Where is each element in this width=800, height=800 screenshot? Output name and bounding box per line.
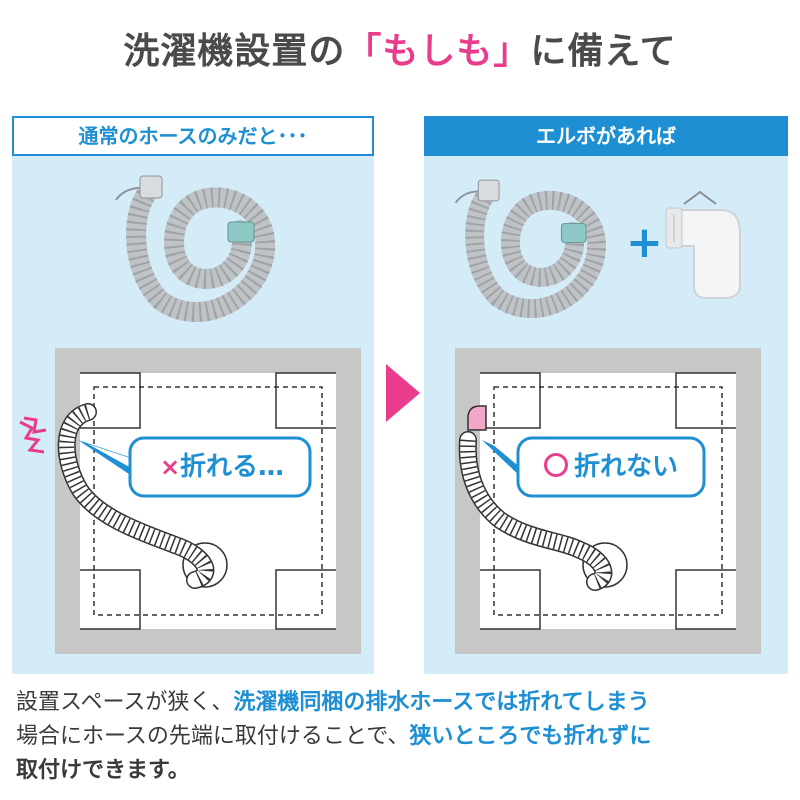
plus-sign: + <box>626 217 663 268</box>
kink-burst-icon <box>19 416 47 454</box>
triangle-right-arrow-icon <box>386 364 420 422</box>
description-line-2-highlight: 狭いところでも折れずに <box>409 724 652 749</box>
cross-mark-icon: × <box>159 453 181 481</box>
elbow-fitting-icon <box>665 190 741 299</box>
diagram-with-elbow <box>455 348 761 654</box>
description-line-2: 場合にホースの先端に取付けることで、狭いところでも折れずに <box>16 720 786 754</box>
page-title: 洗濯機設置の「もしも」に備えて <box>0 22 800 74</box>
description: 設置スペースが狭く、洗濯機同梱の排水ホースでは折れてしまう 場合にホースの先端に… <box>16 686 786 788</box>
circle-mark-icon <box>543 453 568 477</box>
description-line-3: 取付けできます。 <box>16 754 786 788</box>
title-prefix: 洗濯機設置の <box>123 31 346 72</box>
bubble-bad-text: 折れる… <box>180 452 285 482</box>
diagram-hose-only <box>19 348 361 654</box>
bubble-good: 折れない <box>522 442 700 492</box>
description-line-1-normal: 設置スペースが狭く、 <box>16 690 234 715</box>
bubble-good-text: 折れない <box>573 452 678 482</box>
description-line-1-highlight: 洗濯機同梱の排水ホースでは折れてしまう <box>233 690 650 715</box>
coiled-hose-image-2 <box>454 179 606 318</box>
panel-header-with-elbow: エルボがあれば <box>424 116 788 156</box>
panel-header-hose-only: 通常のホースのみだと･･･ <box>12 116 374 156</box>
description-line-2-normal: 場合にホースの先端に取付けることで、 <box>16 724 410 749</box>
description-line-3-highlight: 取付けできます。 <box>16 758 190 783</box>
description-line-1: 設置スペースが狭く、洗濯機同梱の排水ホースでは折れてしまう <box>16 686 786 720</box>
title-highlight: 「もしも」 <box>345 31 531 72</box>
coiled-hose-image <box>115 175 276 322</box>
title-suffix: に備えて <box>530 31 677 72</box>
bubble-bad: ×折れる… <box>134 442 310 492</box>
